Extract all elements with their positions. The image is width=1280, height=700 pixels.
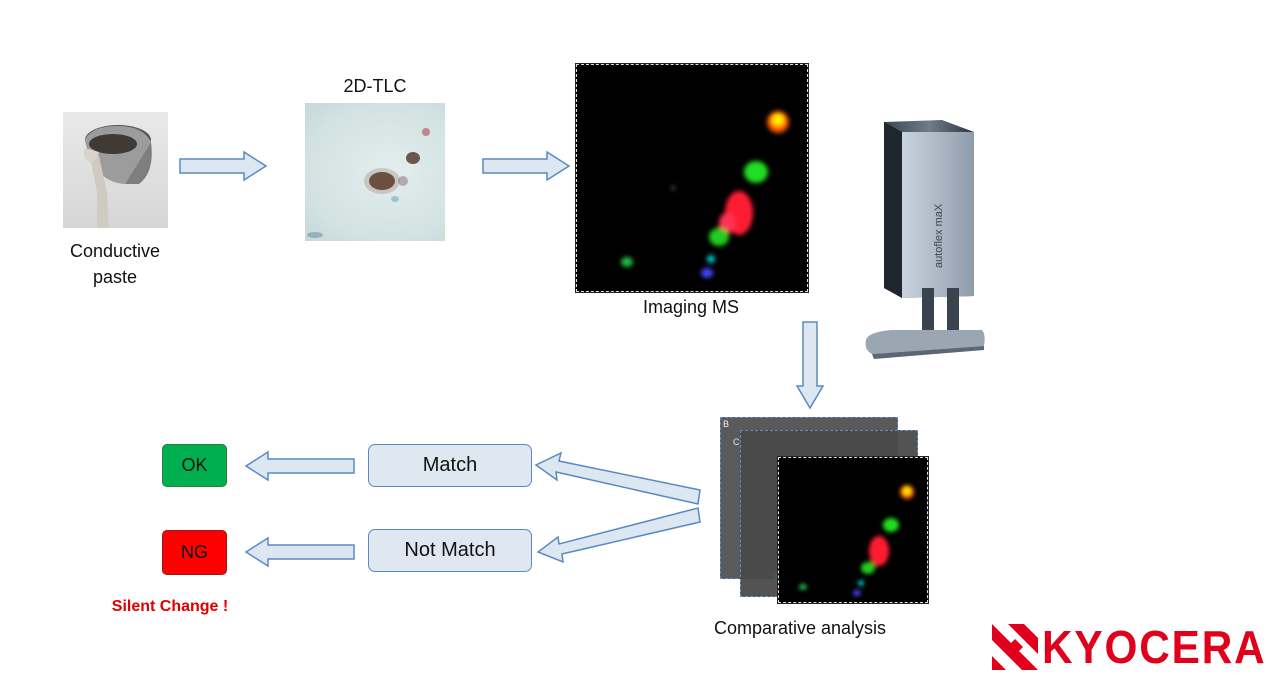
ok-badge: OK (162, 444, 227, 487)
stack-letter-c: C (733, 437, 740, 447)
arrow-left-icon (244, 450, 355, 482)
not-match-box: Not Match (368, 529, 532, 572)
conductive-paste-image (63, 112, 168, 228)
instrument-brand-text: autoflex maX (933, 203, 945, 268)
arrow-up-left-icon (534, 451, 701, 505)
conductive-paste-label: Conductive paste (69, 241, 161, 287)
match-box: Match (368, 444, 532, 487)
imaging-ms-image (575, 63, 809, 293)
arrow-down-left-icon (536, 507, 701, 564)
tlc-plate-image (305, 103, 445, 241)
arrows-to-results (534, 451, 701, 564)
arrow-right-icon (482, 150, 571, 182)
imaging-ms-label: Imaging MS (642, 297, 740, 317)
ng-badge: NG (162, 530, 227, 575)
tlc-label: 2D-TLC (343, 76, 407, 96)
kyocera-logo-text: KYOCERA (1042, 621, 1267, 673)
kyocera-logo-icon (992, 624, 1038, 670)
arrow-down-icon (795, 321, 825, 410)
mass-spectrometer-image: autoflex maX (862, 118, 987, 363)
comparative-analysis-label: Comparative analysis (713, 618, 887, 638)
silent-change-label: Silent Change ! (111, 598, 229, 615)
comparison-image-a (777, 456, 929, 604)
stack-letter-b: B (723, 419, 730, 429)
arrow-left-icon (244, 536, 355, 568)
arrow-right-icon (179, 150, 268, 182)
